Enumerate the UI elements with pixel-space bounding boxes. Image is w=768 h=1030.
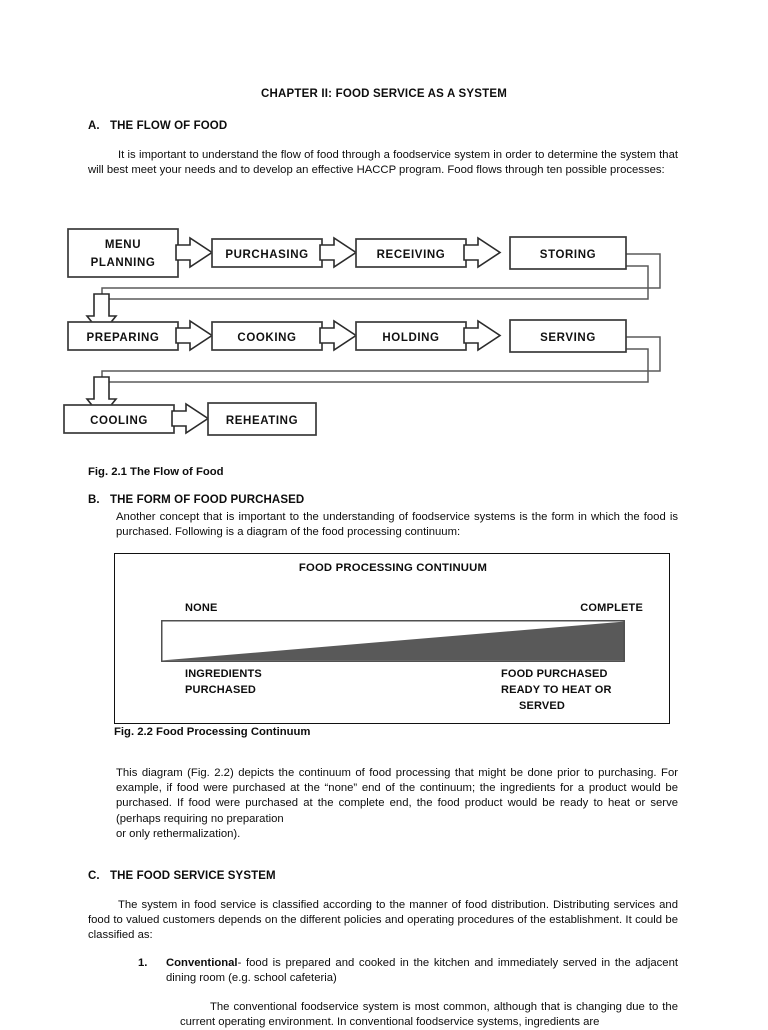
- continuum-left-endpoint: NONE: [185, 602, 218, 614]
- section-a-heading: A. THE FLOW OF FOOD: [88, 120, 227, 132]
- continuum-left-caption: INGREDIENTS PURCHASED: [185, 666, 262, 698]
- node-label: STORING: [540, 249, 596, 261]
- section-c-title: THE FOOD SERVICE SYSTEM: [110, 870, 276, 882]
- node-cooling: COOLING: [63, 404, 175, 434]
- continuum-wedge: [161, 620, 625, 662]
- section-c-letter: C.: [88, 870, 100, 882]
- node-label: PURCHASING: [225, 249, 308, 261]
- continuum-left-caption-line1: INGREDIENTS: [185, 668, 262, 680]
- node-preparing: PREPARING: [67, 321, 179, 351]
- arrow-purchasing-to-receiving: [319, 237, 357, 268]
- node-label: PLANNING: [91, 257, 156, 269]
- continuum-right-endpoint: COMPLETE: [580, 602, 643, 614]
- node-label: PREPARING: [87, 332, 160, 344]
- page-title: CHAPTER II: FOOD SERVICE AS A SYSTEM: [261, 88, 507, 100]
- section-b-letter: B.: [88, 494, 100, 506]
- section-a-paragraph: It is important to understand the flow o…: [88, 149, 678, 177]
- list-item-followup: The conventional foodservice system is m…: [180, 1001, 678, 1029]
- section-b-discussion: This diagram (Fig. 2.2) depicts the cont…: [116, 767, 678, 825]
- section-b-paragraph: Another concept that is important to the…: [116, 511, 678, 539]
- node-label: MENU: [105, 239, 141, 251]
- node-label: RECEIVING: [377, 249, 446, 261]
- section-a-letter: A.: [88, 120, 100, 132]
- continuum-title: FOOD PROCESSING CONTINUUM: [298, 562, 488, 574]
- node-label: HOLDING: [382, 332, 439, 344]
- continuum-right-caption: FOOD PURCHASED READY TO HEAT OR SERVED: [501, 666, 612, 714]
- continuum-right-caption-line3: SERVED: [519, 700, 565, 712]
- node-purchasing: PURCHASING: [211, 238, 323, 268]
- figure-2-2-caption: Fig. 2.2 Food Processing Continuum: [114, 726, 311, 738]
- continuum-right-caption-line1: FOOD PURCHASED: [501, 668, 608, 680]
- list-item-term: Conventional: [166, 957, 238, 969]
- arrow-cooling-to-reheating: [171, 403, 209, 434]
- node-label: SERVING: [540, 332, 596, 344]
- section-c-heading: C. THE FOOD SERVICE SYSTEM: [88, 870, 276, 882]
- node-label: COOKING: [237, 332, 296, 344]
- list-item: 1. Conventional- food is prepared and coo…: [138, 956, 678, 986]
- section-b-title: THE FORM OF FOOD PURCHASED: [110, 494, 305, 506]
- section-c-paragraph: The system in food service is classified…: [88, 899, 678, 942]
- node-serving: SERVING: [509, 319, 627, 353]
- list-item-text: - food is prepared and cooked in the kit…: [166, 957, 678, 985]
- section-a-title: THE FLOW OF FOOD: [110, 120, 228, 132]
- flow-of-food-diagram: MENU PLANNING PURCHASING RECEIVING: [60, 224, 680, 446]
- continuum-right-caption-line2: READY TO HEAT OR: [501, 684, 612, 696]
- arrow-menu-to-purchasing: [175, 237, 213, 268]
- node-cooking: COOKING: [211, 321, 323, 351]
- node-storing: STORING: [509, 236, 627, 270]
- arrow-receiving-to-storing: [463, 237, 501, 268]
- arrow-cooking-to-holding: [319, 320, 357, 351]
- node-reheating: REHEATING: [207, 402, 317, 436]
- food-processing-continuum-figure: FOOD PROCESSING CONTINUUM NONE COMPLETE …: [114, 553, 670, 724]
- continuum-left-caption-line2: PURCHASED: [185, 684, 257, 696]
- node-holding: HOLDING: [355, 321, 467, 351]
- section-b-heading: B. THE FORM OF FOOD PURCHASED: [88, 494, 304, 506]
- node-menu-planning: MENU PLANNING: [67, 228, 179, 278]
- list-item-number: 1.: [138, 957, 148, 969]
- figure-2-1-caption: Fig. 2.1 The Flow of Food: [88, 466, 224, 478]
- node-label: COOLING: [90, 415, 148, 427]
- arrow-holding-to-serving: [463, 320, 501, 351]
- arrow-preparing-to-cooking: [175, 320, 213, 351]
- section-b-discussion-tail: or only rethermalization).: [116, 828, 241, 840]
- node-label: REHEATING: [226, 415, 298, 427]
- node-receiving: RECEIVING: [355, 238, 467, 268]
